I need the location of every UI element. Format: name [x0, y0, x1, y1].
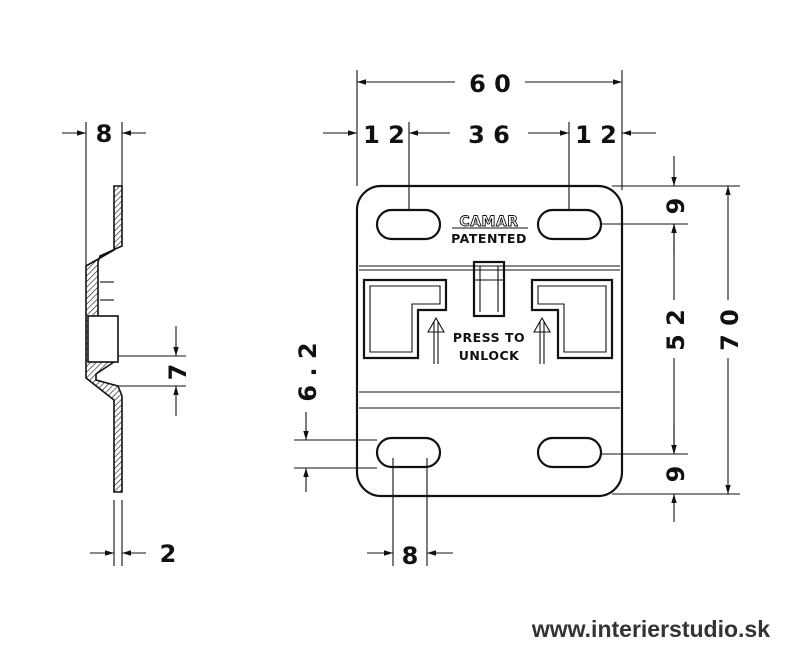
front-view: CAMAR PATENTED [294, 70, 744, 570]
website-url[interactable]: www.interierstudio.sk [531, 616, 770, 642]
dim-top-offset-label: 9 [662, 198, 690, 215]
profile-latch [87, 315, 119, 363]
dim-thickness-label: 2 [160, 540, 177, 568]
dim-bottom-offset-label: 9 [662, 466, 690, 483]
dim-slot-width: 8 [367, 458, 453, 570]
center-tab [472, 260, 506, 318]
latch-hook-left [362, 278, 448, 360]
dim-hole-spacing-label: 5 2 [662, 309, 690, 351]
dim-hole-spacing-horizontal: 1 2 3 6 1 2 [323, 121, 656, 210]
dim-profile-depth-label: 8 [96, 120, 113, 148]
instruction-line-1: PRESS TO [453, 330, 525, 345]
dim-right-margin-label: 1 2 [575, 121, 617, 149]
dim-side-height: 6 . 2 [294, 342, 377, 492]
dim-overall-height-label: 7 0 [716, 309, 744, 351]
slot-bottom-right [536, 436, 603, 469]
latch-hook-right [530, 278, 614, 360]
slot-bottom-left [375, 436, 442, 469]
dim-profile-depth: 8 [62, 120, 146, 266]
latch-zone: PRESS TO UNLOCK [359, 260, 620, 409]
dim-overall-width: 6 0 [356, 70, 623, 190]
brand-logo: CAMAR [459, 214, 518, 230]
up-arrow-right-icon [533, 316, 551, 364]
dim-profile-step: 7 [118, 326, 192, 416]
side-profile-view: 8 7 2 [62, 120, 192, 568]
slot-top-left [375, 208, 442, 241]
dim-center-spacing-label: 3 6 [468, 121, 510, 149]
instruction-line-2: UNLOCK [459, 348, 520, 363]
slot-top-right [536, 208, 603, 241]
dim-slot-width-label: 8 [402, 542, 419, 570]
patented-label: PATENTED [451, 231, 527, 246]
dim-vertical-right: 9 5 2 9 7 0 [601, 156, 744, 522]
dim-left-margin-label: 1 2 [363, 121, 405, 149]
up-arrow-left-icon [427, 316, 445, 364]
dim-side-height-label: 6 . 2 [294, 342, 322, 401]
dim-thickness: 2 [90, 500, 176, 568]
plate-outline [355, 184, 624, 498]
dim-profile-step-label: 7 [164, 364, 192, 381]
dim-overall-width-label: 6 0 [469, 70, 511, 98]
